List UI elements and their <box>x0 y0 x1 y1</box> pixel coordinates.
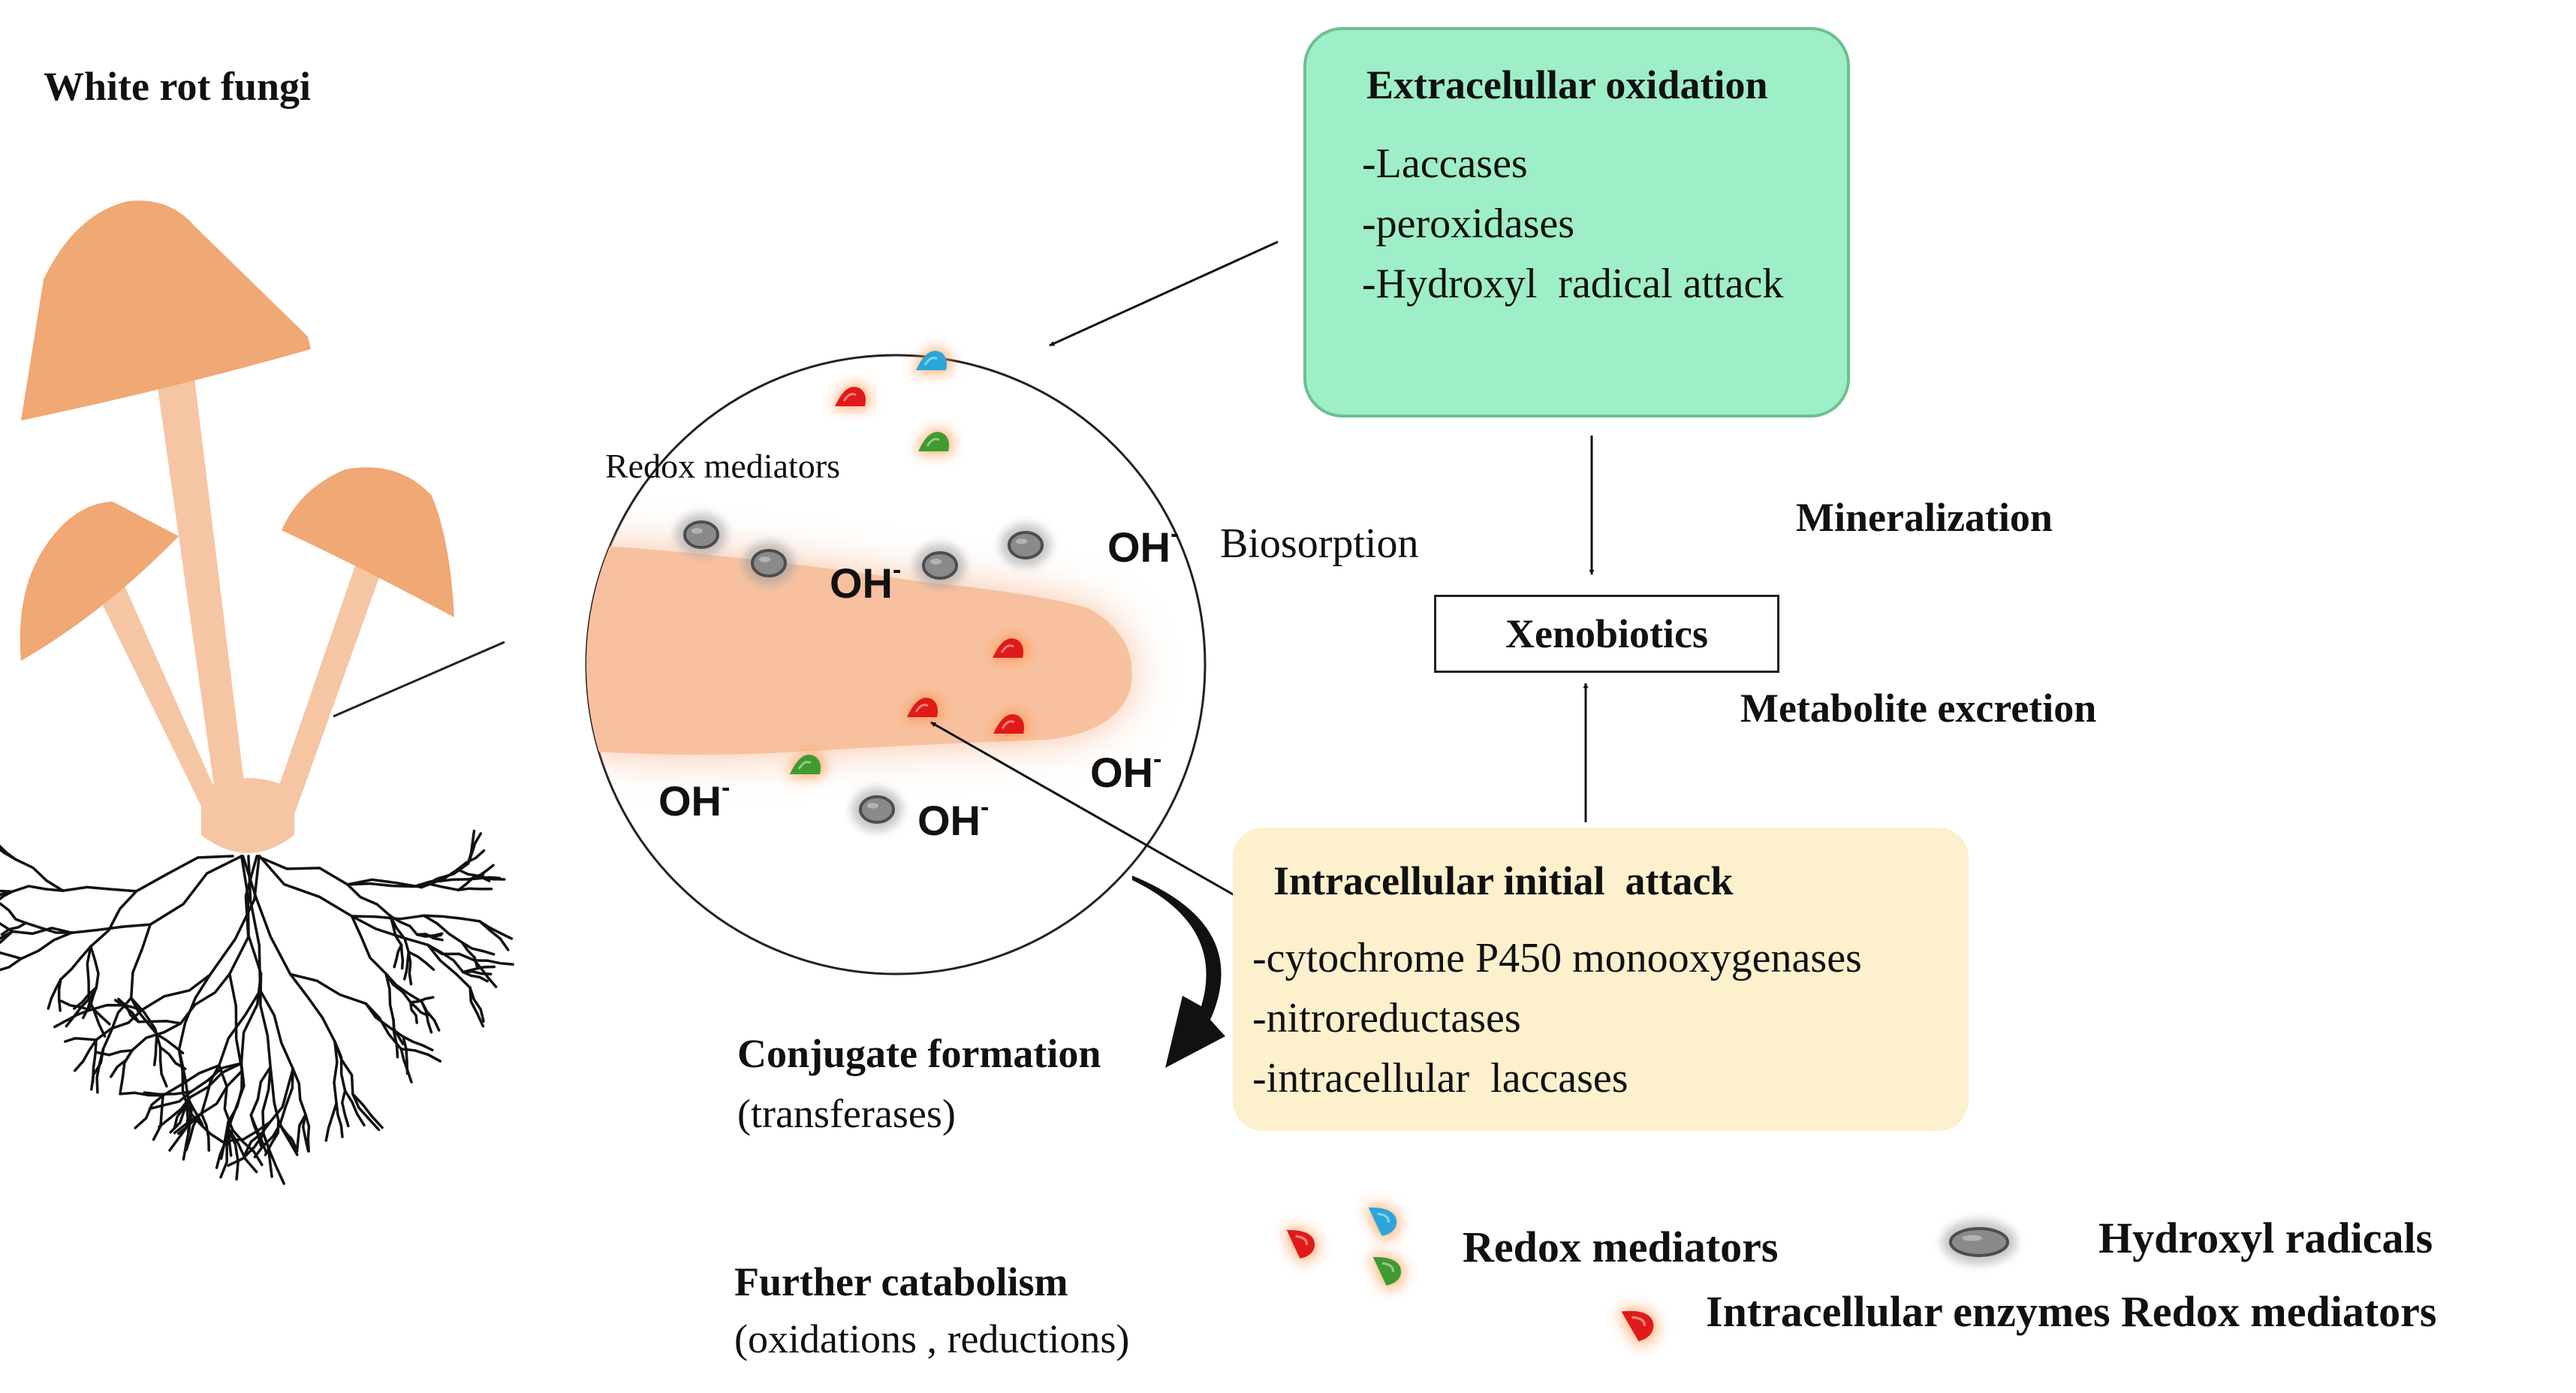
mushroom-cap-right <box>282 467 454 617</box>
redox-mediator-green <box>915 430 953 454</box>
label-metabolite-excretion: Metabolite excretion <box>1740 686 2097 731</box>
hydroxyl-radical-1 <box>676 513 727 556</box>
intracellular-enzyme-2 <box>904 695 942 719</box>
intracellular-enzyme-1 <box>990 636 1027 660</box>
oh-label-4: OH- <box>658 773 731 825</box>
redox-mediator-green-lower <box>787 752 824 776</box>
zoom-connector-line <box>333 641 505 718</box>
zoomed-hypha-circle <box>585 348 1207 975</box>
label-conjugate-formation: Conjugate formation <box>737 1031 1101 1076</box>
intracellular-item-laccases: -intracellular laccases <box>1252 1055 1628 1102</box>
legend-glyph-green <box>1369 1255 1405 1290</box>
hydroxyl-radical-3 <box>914 544 966 587</box>
mushroom-cap-left <box>20 502 179 661</box>
oh-label-3: OH- <box>1090 745 1162 796</box>
legend-glyph-blue <box>1365 1205 1400 1241</box>
label-transferases: (transferases) <box>737 1091 956 1136</box>
redox-mediator-blue <box>913 348 951 372</box>
legend-label-intracellular-enzymes: Intracellular enzymes Redox mediators <box>1706 1287 2437 1336</box>
oh-label-5: OH- <box>917 793 990 844</box>
intracellular-enzyme-3 <box>990 712 1028 736</box>
hypha-body <box>586 544 1132 755</box>
white-rot-fungus-illustration <box>0 201 514 1185</box>
legend-glyph-intracellular <box>1617 1309 1658 1346</box>
hydroxyl-radical-4 <box>1000 523 1051 567</box>
label-redox-mediators-inside: Redox mediators <box>605 447 840 485</box>
title-white-rot-fungi: White rot fungi <box>44 64 312 109</box>
arrow-intracellular-to-enzyme <box>930 721 1246 903</box>
mushroom-stem-center <box>155 372 248 813</box>
extracellular-oxidation-box: Extracelullar oxidation -Laccases -perox… <box>1303 27 1850 418</box>
label-mineralization: Mineralization <box>1796 495 2053 540</box>
extracellular-item-laccases: -Laccases <box>1362 140 1528 187</box>
intracellular-attack-box: Intracellular initial attack -cytochrome… <box>1233 828 1969 1131</box>
legend-glyph-hydroxyl <box>1942 1220 2017 1265</box>
mushroom-stem-left <box>96 584 225 819</box>
xenobiotics-box: Xenobiotics <box>1434 595 1779 673</box>
legend-label-redox-mediators: Redox mediators <box>1463 1223 1779 1271</box>
label-further-catabolism: Further catabolism <box>734 1259 1068 1304</box>
mycelium-roots <box>0 829 514 1185</box>
mushroom-cap-center <box>21 201 311 421</box>
extracellular-item-hydroxyl-radical: -Hydroxyl radical attack <box>1362 261 1784 307</box>
intracellular-item-cytochrome: -cytochrome P450 monooxygenases <box>1252 935 1862 981</box>
oh-label-2: OH- <box>830 556 902 607</box>
mushroom-stem-right <box>270 533 393 815</box>
legend-glyph-red <box>1283 1228 1318 1263</box>
intracellular-item-nitroreductases: -nitroreductases <box>1252 995 1521 1042</box>
extracellular-item-peroxidases: -peroxidases <box>1362 201 1575 247</box>
redox-mediator-red <box>832 384 869 409</box>
label-oxidations-reductions: (oxidations , reductions) <box>734 1316 1130 1361</box>
label-xenobiotics: Xenobiotics <box>1505 611 1708 656</box>
curved-arrow-conjugate <box>1132 876 1225 1068</box>
extracellular-box-title: Extracelullar oxidation <box>1366 62 1768 107</box>
arrow-extracellular-to-circle <box>1049 240 1279 347</box>
legend-label-hydroxyl-radicals: Hydroxyl radicals <box>2098 1214 2433 1262</box>
hydroxyl-radical-5 <box>851 788 902 831</box>
hydroxyl-radical-2 <box>743 541 794 585</box>
intracellular-box-title: Intracellular initial attack <box>1273 858 1734 903</box>
label-biosorption: Biosorption <box>1220 520 1419 567</box>
oh-label-1: OH- <box>1107 520 1180 571</box>
mushroom-base <box>201 778 294 853</box>
